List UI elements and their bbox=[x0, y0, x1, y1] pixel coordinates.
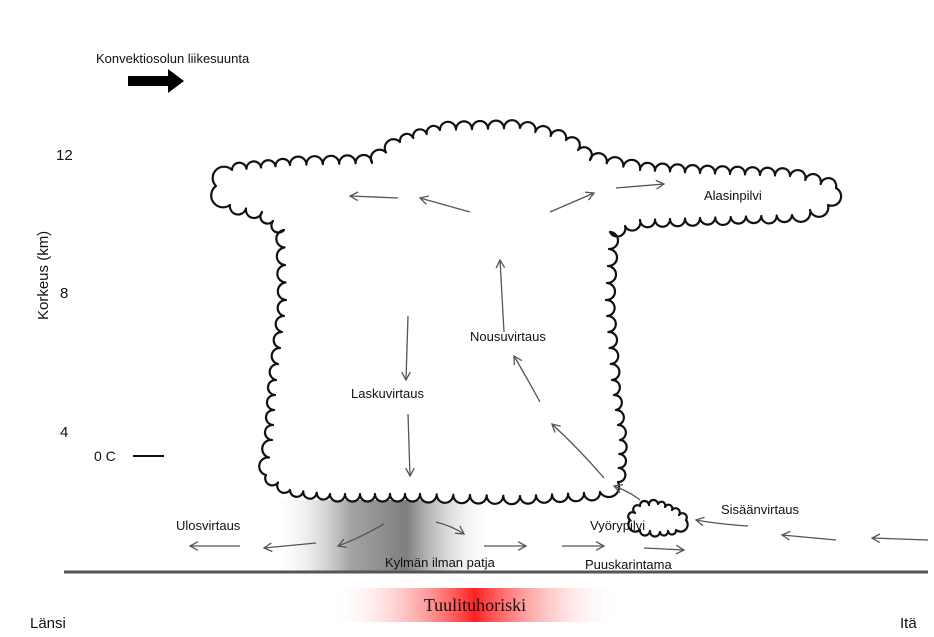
updraft-label: Nousuvirtaus bbox=[470, 329, 546, 344]
flow-arrow bbox=[696, 520, 748, 526]
flow-arrow bbox=[872, 538, 928, 540]
y-tick-12: 12 bbox=[56, 147, 73, 164]
downdraft-label: Laskuvirtaus bbox=[351, 386, 424, 401]
anvil-label: Alasinpilvi bbox=[704, 188, 762, 203]
east-label: Itä bbox=[900, 615, 917, 632]
y-tick-8: 8 bbox=[60, 285, 68, 302]
y-tick-4: 4 bbox=[60, 424, 68, 441]
flow-arrow bbox=[644, 548, 684, 550]
inflow-label: Sisäänvirtaus bbox=[721, 502, 800, 517]
movement-arrow-icon bbox=[128, 69, 184, 93]
outflow-label: Ulosvirtaus bbox=[176, 518, 241, 533]
freezing-level-label: 0 C bbox=[94, 448, 116, 464]
west-label: Länsi bbox=[30, 615, 66, 632]
y-axis-label: Korkeus (km) bbox=[35, 231, 52, 320]
flow-arrow bbox=[782, 535, 836, 540]
wind-damage-risk-label: Tuulituhoriski bbox=[424, 595, 526, 615]
direction-title: Konvektiosolun liikesuunta bbox=[96, 51, 250, 66]
roll-cloud-label: Vyörypilvi bbox=[590, 518, 645, 533]
cold-pool-label: Kylmän ilman patja bbox=[385, 555, 496, 570]
cumulonimbus-cloud bbox=[211, 120, 841, 504]
gust-front-label: Puuskarintama bbox=[585, 557, 672, 572]
